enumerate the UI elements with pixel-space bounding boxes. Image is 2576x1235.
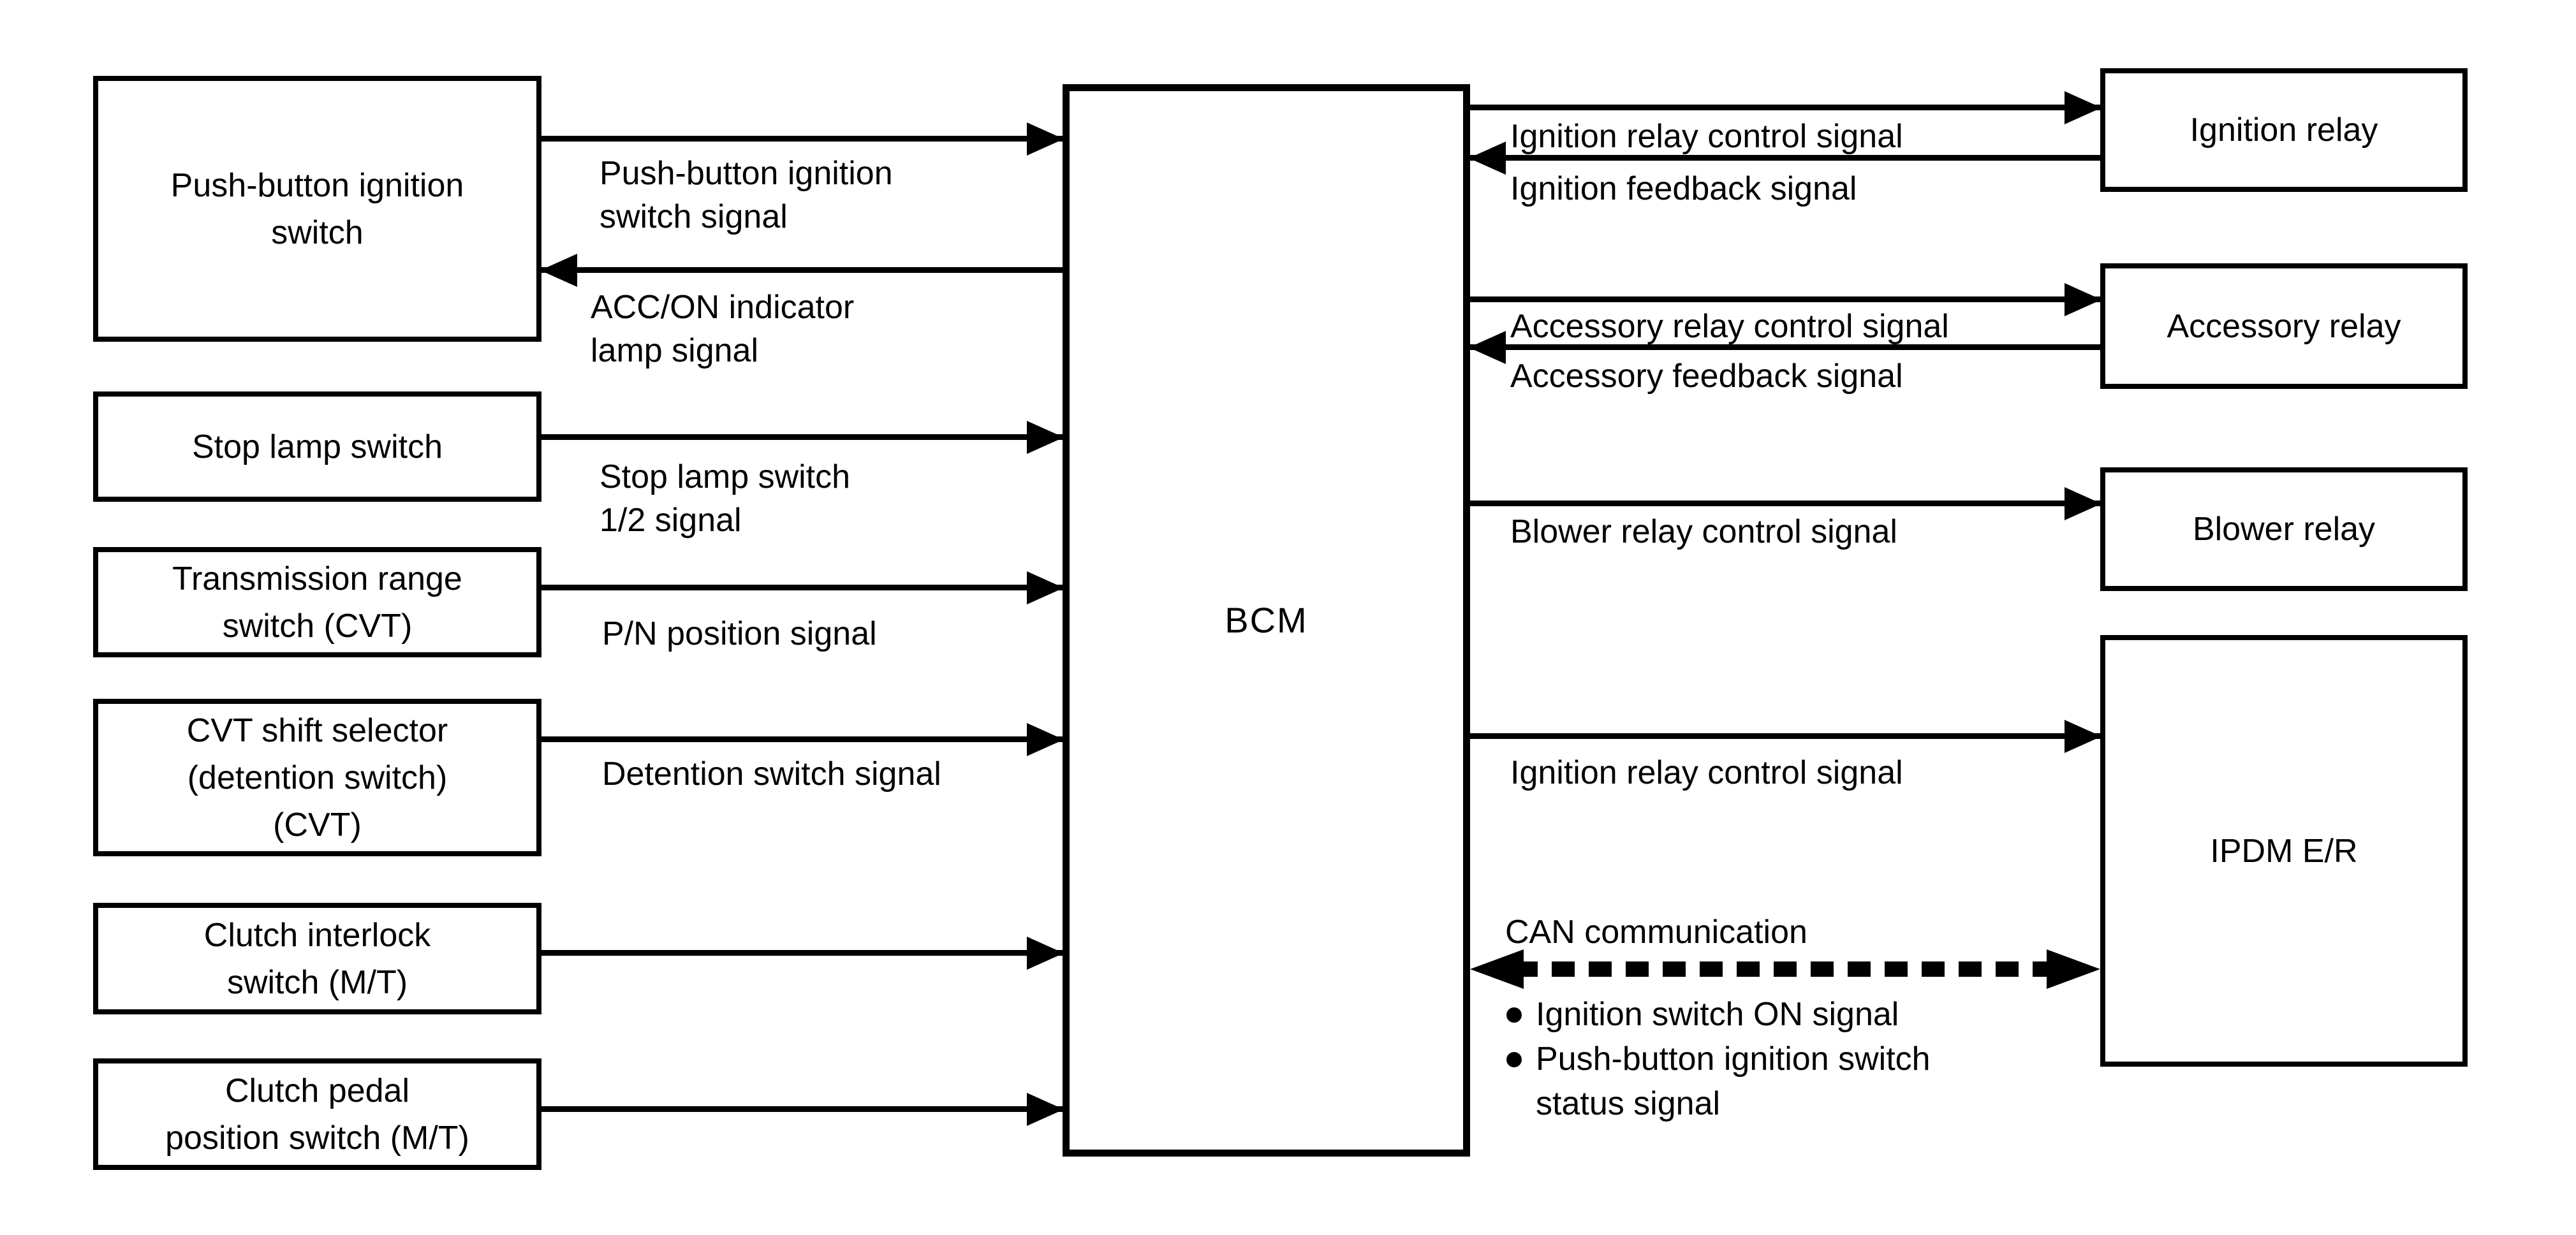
arrow-detention-signal xyxy=(541,722,1064,757)
arrowhead-right-icon xyxy=(2064,720,2101,753)
node-bcm: BCM xyxy=(1063,84,1470,1157)
arrowhead-right-icon xyxy=(2064,91,2101,124)
node-transmission-range-switch: Transmission range switch (CVT) xyxy=(93,547,541,657)
arrow-pn-position-signal xyxy=(541,570,1064,606)
label-detention-signal: Detention switch signal xyxy=(602,756,941,793)
arrow-shaft xyxy=(541,950,1063,956)
bullet-icon xyxy=(1506,1052,1522,1067)
arrowhead-right-icon xyxy=(1027,421,1064,454)
arrowhead-left-icon xyxy=(1469,331,1506,364)
node-clutch-interlock-switch: Clutch interlock switch (M/T) xyxy=(93,903,541,1014)
label-accessory-relay-control: Accessory relay control signal xyxy=(1510,308,1949,345)
can-signal-2: Push-button ignition switch status signa… xyxy=(1536,1041,1931,1122)
arrow-clutch-interlock xyxy=(541,935,1064,971)
arrow-can-communication xyxy=(1470,949,2100,990)
arrow-accessory-relay-control xyxy=(1470,282,2101,318)
label-ignition-relay-control: Ignition relay control signal xyxy=(1510,118,1903,155)
arrow-shaft xyxy=(541,136,1063,142)
node-ignition-relay: Ignition relay xyxy=(2100,68,2468,192)
label-stop-lamp-signal: Stop lamp switch 1/2 signal xyxy=(600,458,851,539)
arrowhead-right-icon xyxy=(2064,487,2101,520)
list-item: Push-button ignition switch status signa… xyxy=(1506,1037,2208,1126)
arrowhead-right-icon xyxy=(1027,1093,1064,1126)
arrow-dashed-shaft xyxy=(1515,961,2056,977)
bullet-icon xyxy=(1506,1007,1522,1023)
arrowhead-left-icon xyxy=(1469,142,1506,175)
label-push-button-signal: Push-button ignition switch signal xyxy=(600,155,893,235)
arrow-shaft xyxy=(1470,733,2100,739)
arrowhead-right-icon xyxy=(1027,937,1064,970)
can-signal-1: Ignition switch ON signal xyxy=(1536,996,1899,1033)
arrow-stop-lamp-signal xyxy=(541,420,1064,455)
node-accessory-relay: Accessory relay xyxy=(2100,263,2468,389)
label-ignition-feedback: Ignition feedback signal xyxy=(1510,170,1857,207)
arrow-shaft xyxy=(1470,296,2100,302)
label-accessory-feedback: Accessory feedback signal xyxy=(1510,358,1903,395)
list-item: Ignition switch ON signal xyxy=(1506,992,2208,1037)
can-signal-list: Ignition switch ON signal Push-button ig… xyxy=(1506,992,2208,1126)
node-stop-lamp-switch: Stop lamp switch xyxy=(93,391,541,502)
arrow-blower-relay-control xyxy=(1470,486,2101,522)
node-push-button-ignition-switch: Push-button ignition switch xyxy=(93,76,541,342)
arrow-shaft xyxy=(541,434,1063,440)
arrow-shaft xyxy=(1470,344,2100,350)
label-pn-position-signal: P/N position signal xyxy=(602,615,877,652)
label-can-communication: CAN communication xyxy=(1505,914,1807,951)
arrow-ignition-feedback xyxy=(1469,140,2100,176)
arrowhead-right-icon xyxy=(1027,122,1064,156)
arrow-shaft xyxy=(541,267,1063,273)
arrowhead-right-icon xyxy=(1027,723,1064,756)
arrow-shaft xyxy=(541,736,1063,742)
label-blower-relay-control: Blower relay control signal xyxy=(1510,513,1897,550)
node-cvt-shift-selector: CVT shift selector (detention switch) (C… xyxy=(93,699,541,856)
arrow-ipdm-ignition-relay-control xyxy=(1470,719,2101,754)
arrow-ignition-relay-control xyxy=(1470,90,2101,126)
label-ipdm-ignition-relay-control: Ignition relay control signal xyxy=(1510,754,1903,791)
arrow-shaft xyxy=(541,1106,1063,1112)
arrowhead-right-icon xyxy=(2064,283,2101,316)
arrow-acc-on-indicator xyxy=(540,252,1063,288)
arrow-shaft xyxy=(1470,155,2100,161)
arrow-clutch-pedal xyxy=(541,1092,1064,1127)
arrow-accessory-feedback xyxy=(1469,330,2100,365)
arrowhead-left-icon xyxy=(540,254,577,287)
label-acc-on-indicator: ACC/ON indicator lamp signal xyxy=(591,289,855,369)
node-blower-relay: Blower relay xyxy=(2100,467,2468,591)
arrow-shaft xyxy=(541,585,1063,590)
arrow-shaft xyxy=(1470,501,2100,506)
node-clutch-pedal-position-switch: Clutch pedal position switch (M/T) xyxy=(93,1058,541,1170)
node-ipdm-er: IPDM E/R xyxy=(2100,635,2468,1067)
arrow-push-button-signal xyxy=(541,121,1064,157)
arrowhead-right-icon xyxy=(1027,571,1064,604)
arrow-shaft xyxy=(1470,105,2100,110)
arrowhead-right-icon xyxy=(2047,949,2100,989)
